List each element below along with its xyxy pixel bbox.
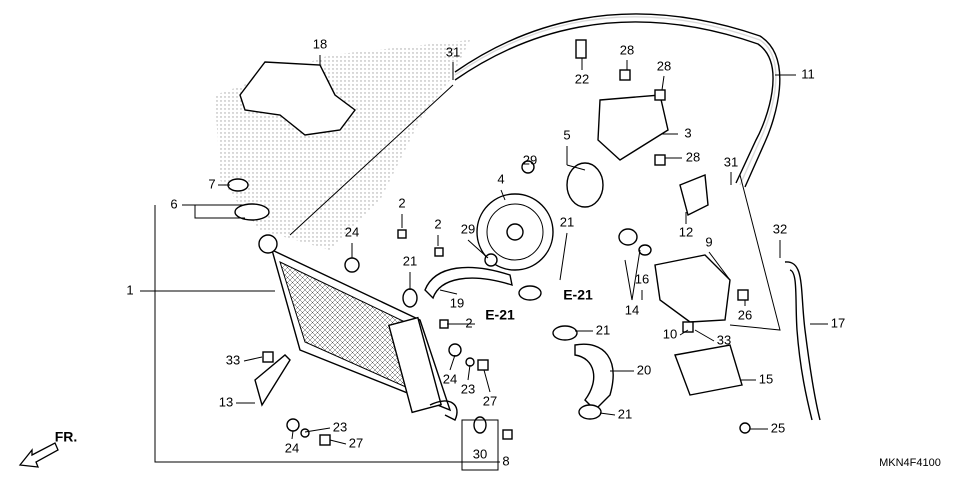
fasteners [254,39,751,446]
callout-26: 26 [738,307,752,322]
front-direction-marker: FR. [18,429,78,468]
callout-11: 11 [801,66,815,81]
callout-21: 21 [403,253,417,268]
callout-29: 29 [523,152,537,167]
callout-19: 19 [450,295,464,310]
hose-11 [454,16,777,186]
callout-28: 28 [620,42,634,57]
callout-32: 32 [773,221,787,236]
callout-25: 25 [771,420,785,435]
callout-2: 2 [398,195,405,210]
reserve-tank [654,254,731,323]
leader-lines [140,55,828,471]
callout-28: 28 [657,58,671,73]
callout-16: 16 [635,271,649,286]
callout-15: 15 [759,371,773,386]
callout-8: 8 [502,453,509,468]
callout-20: 20 [637,362,651,377]
hose-20 [574,343,614,411]
callout-2: 2 [434,216,441,231]
callout-27: 27 [349,435,363,450]
cooling-fan [476,193,554,271]
callout-24: 24 [285,440,299,455]
tank-cover-15 [674,344,743,396]
fan-motor [566,162,604,208]
radiator-cap [234,203,270,221]
callout-21: 21 [618,406,632,421]
callout-24: 24 [345,224,359,239]
callout-28: 28 [686,149,700,164]
callout-31: 31 [446,44,460,59]
front-arrow-icon [18,442,59,468]
callout-18: 18 [313,36,327,51]
callout-21: 21 [596,322,610,337]
callout-E-21: E-21 [563,287,593,303]
callout-5: 5 [563,127,570,142]
callout-1: 1 [126,282,133,297]
front-label: FR. [55,429,78,445]
callout-33: 33 [226,352,240,367]
hose-lower [429,400,458,421]
callout-12: 12 [679,224,693,239]
hose-clamps [402,228,652,434]
callout-30: 30 [473,446,487,461]
callout-4: 4 [497,171,504,186]
callout-3: 3 [684,125,691,140]
callout-E-21: E-21 [485,307,515,323]
callout-9: 9 [705,234,712,249]
callout-17: 17 [831,315,845,330]
cover-12 [679,174,709,217]
callout-21: 21 [560,214,574,229]
hose-19 [424,266,513,300]
callout-22: 22 [575,71,589,86]
callout-24: 24 [443,371,457,386]
hose-11-outline [454,13,781,188]
bracket-18 [239,61,356,136]
callout-29: 29 [461,221,475,236]
callout-33: 33 [717,332,731,347]
fan-shroud [597,94,669,161]
callout-7: 7 [208,176,215,191]
callout-13: 13 [219,394,233,409]
callout-31: 31 [724,154,738,169]
callout-14: 14 [625,302,639,317]
hose-17 [784,261,821,421]
cap-seal [227,178,249,192]
callout-10: 10 [663,326,677,341]
callout-23: 23 [333,419,347,434]
callout-23: 23 [461,381,475,396]
radiator [258,234,452,414]
callout-2: 2 [465,315,472,330]
callout-6: 6 [170,196,177,211]
callout-27: 27 [483,393,497,408]
diagram-code: MKN4F4100 [879,457,941,469]
